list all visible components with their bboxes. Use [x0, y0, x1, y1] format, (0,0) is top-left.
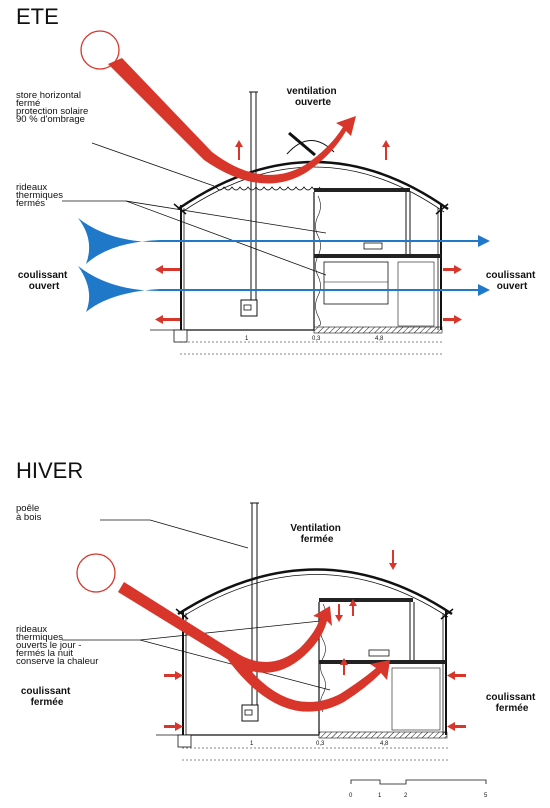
summer-sun-icon — [80, 30, 120, 70]
summer-outflow-arrow-right-2 — [443, 315, 462, 324]
winter-title: HIVER — [16, 458, 83, 483]
winter-inflow-arrow-right-1 — [447, 671, 466, 680]
winter-inflow-arrow-left-1 — [164, 671, 183, 680]
svg-text:1: 1 — [245, 336, 249, 342]
winter-sliding-right-label: coulissant fermée — [486, 692, 538, 714]
summer-title: ETE — [16, 4, 59, 29]
summer-store-label: store horizontal fermé protection solair… — [16, 90, 91, 125]
summer-sliding-left-label: coulissant ouvert — [18, 270, 70, 292]
svg-text:1: 1 — [250, 741, 254, 747]
summer-ventilation-label: ventilation ouverte — [287, 86, 340, 108]
summer-building: 1 4,8 0,3 — [150, 91, 449, 355]
summer-section: ETE — [16, 4, 538, 355]
summer-sliding-right-label: coulissant ouvert — [486, 270, 538, 292]
svg-text:4,8: 4,8 — [375, 336, 384, 342]
scale-bar: 0 1 2 5 — [349, 779, 488, 799]
winter-up-arrow-1 — [349, 599, 357, 616]
winter-section: HIVER — [16, 458, 538, 761]
scale-tick-0: 0 — [349, 793, 353, 799]
svg-text:0,3: 0,3 — [316, 741, 325, 747]
summer-upflow-arrow-2 — [382, 140, 390, 160]
winter-solar-arrow-upper — [118, 582, 332, 673]
summer-curtains-label: rideaux thermiques fermés — [16, 182, 66, 209]
svg-text:4,8: 4,8 — [380, 741, 389, 747]
winter-curtains-label: rideaux thermiques ouverts le jour - fer… — [16, 624, 98, 667]
scale-tick-5: 5 — [484, 793, 488, 799]
winter-down-arrow-1 — [389, 550, 397, 570]
winter-solar-arrow-lower — [228, 652, 390, 712]
scale-tick-1: 1 — [378, 793, 382, 799]
summer-upflow-arrow-1 — [235, 140, 243, 160]
winter-stove-label: poêle à bois — [16, 503, 42, 523]
svg-text:0,3: 0,3 — [312, 336, 321, 342]
summer-outflow-arrow-left-2 — [155, 315, 180, 324]
winter-inflow-arrow-left-2 — [164, 722, 183, 731]
scale-tick-2: 2 — [404, 793, 408, 799]
winter-down-arrow-2 — [335, 604, 343, 622]
winter-inflow-arrow-right-2 — [447, 722, 466, 731]
winter-sliding-left-label: coulissant fermée — [21, 686, 73, 708]
summer-outflow-arrow-right-1 — [443, 265, 462, 274]
summer-solar-arrow — [108, 58, 356, 184]
winter-up-arrow-2 — [340, 658, 348, 675]
winter-ventilation-label: Ventilation fermée — [290, 523, 343, 545]
winter-sun-icon — [76, 553, 116, 593]
summer-wind-arrow-lower — [78, 266, 490, 312]
summer-outflow-arrow-left-1 — [155, 265, 180, 274]
summer-wind-arrow-upper — [78, 218, 490, 264]
